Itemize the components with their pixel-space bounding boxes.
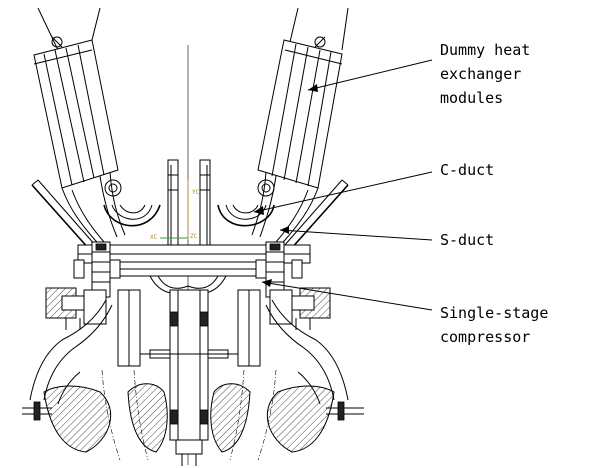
right-c-duct <box>217 204 275 227</box>
left-c-duct <box>103 204 161 227</box>
right-volute <box>210 289 364 461</box>
right-heat-exchanger-module <box>257 7 349 189</box>
label-compressor-line2: compressor <box>440 328 531 346</box>
label-s-duct: S-duct <box>440 231 495 249</box>
arrow-heat-exchanger <box>308 84 318 92</box>
axis-label-yc: YC <box>192 189 200 196</box>
axis-label-zc: ZC <box>190 233 198 240</box>
central-shaft <box>140 289 238 466</box>
leader-heat-exchanger <box>307 59 433 91</box>
left-outer-flange <box>45 287 107 330</box>
leader-s-duct <box>279 229 433 241</box>
right-s-duct <box>251 171 349 251</box>
label-heat-exchanger-line2: exchanger <box>440 65 522 83</box>
left-heat-exchanger-module <box>33 7 119 189</box>
label-c-duct: C-duct <box>440 161 495 179</box>
left-volute <box>22 289 168 461</box>
right-outer-flange <box>269 287 331 330</box>
arrow-c-duct <box>254 206 264 215</box>
arrow-compressor <box>262 279 272 287</box>
leader-c-duct <box>253 171 433 213</box>
central-housing <box>167 159 211 256</box>
leader-compressor <box>261 281 433 311</box>
left-s-duct <box>31 171 126 251</box>
label-heat-exchanger-line1: Dummy heat <box>440 41 531 59</box>
label-heat-exchanger-line3: modules <box>440 89 504 107</box>
axis-label-xc: XC <box>150 234 158 241</box>
arrow-s-duct <box>280 226 289 234</box>
label-compressor-line1: Single-stage <box>440 304 549 322</box>
